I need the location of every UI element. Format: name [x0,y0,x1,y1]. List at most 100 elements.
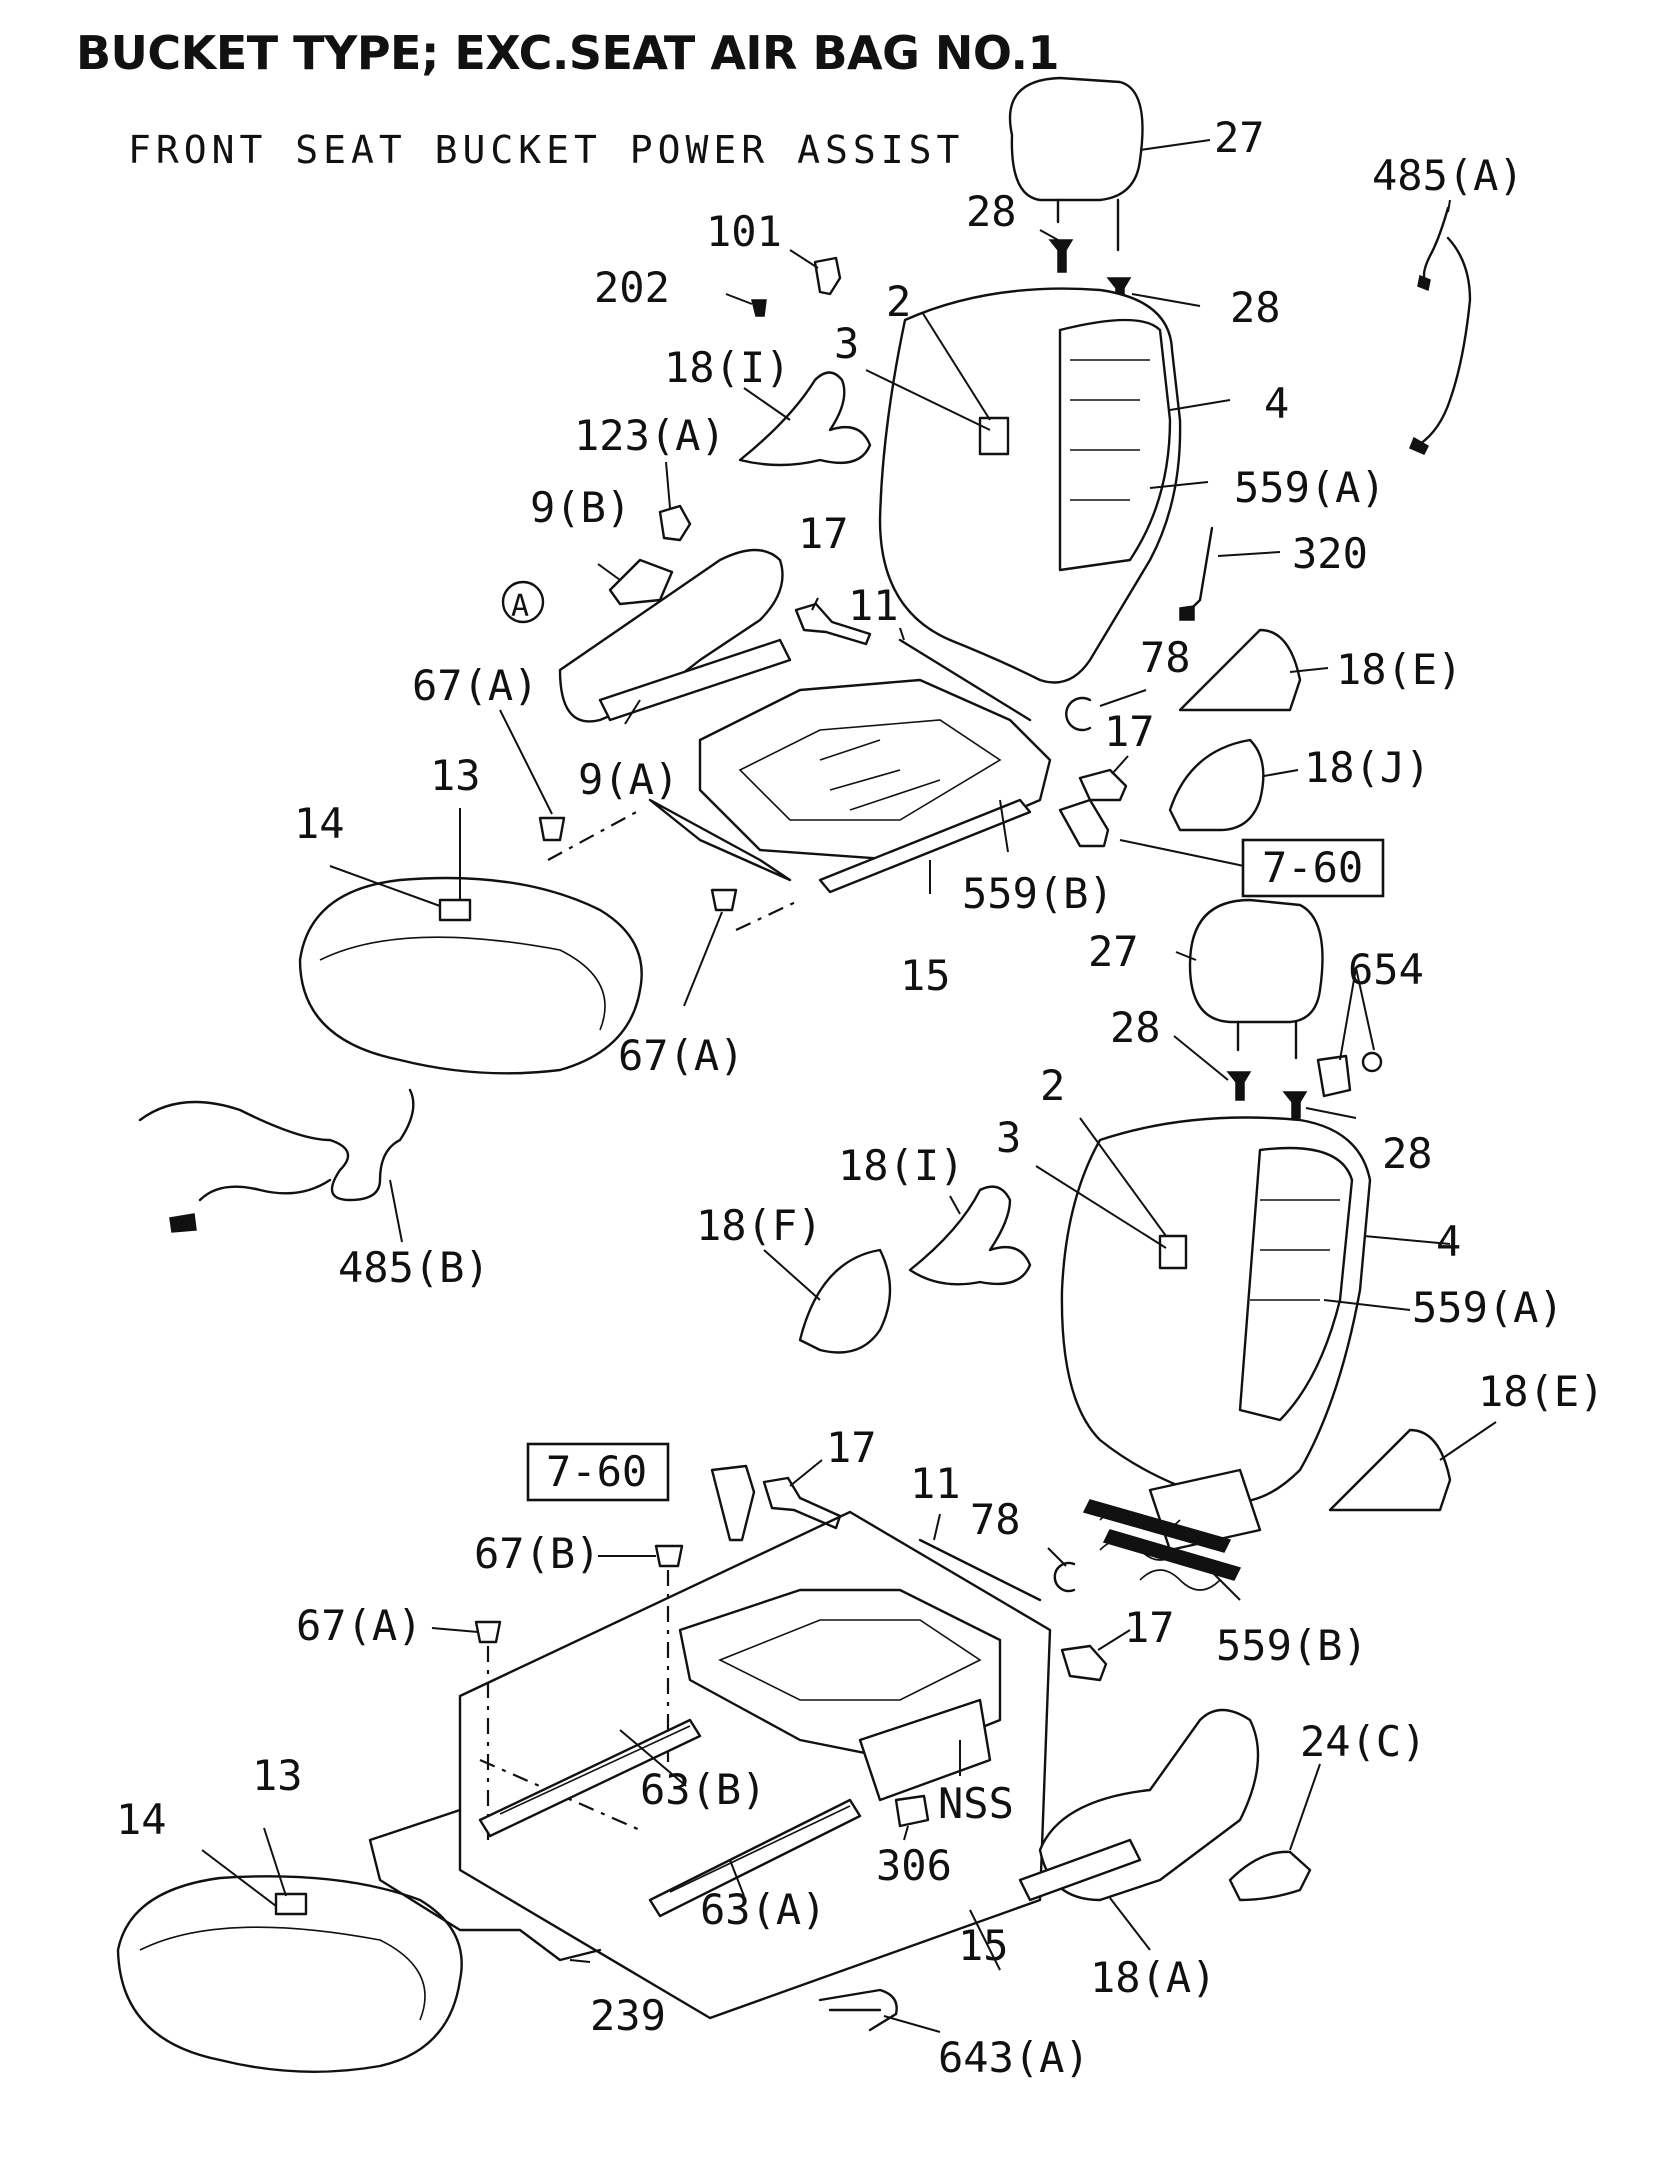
callout-18i-upper: 18(I) [664,343,790,392]
callout-17-lower-2: 17 [1124,1603,1175,1652]
callout-17-upper-2: 17 [1104,707,1155,756]
callout-559a-lower: 559(A) [1412,1283,1564,1332]
trim-18i-lower [908,1185,1032,1286]
callout-nss: NSS [938,1779,1014,1828]
callout-78-lower: 78 [970,1495,1021,1544]
wire-11-lower [918,1538,1042,1602]
bolt-67a-upper-2 [710,888,738,912]
callout-18j: 18(J) [1304,743,1430,792]
callout-18f: 18(F) [696,1201,822,1250]
bolt-17-lower-1 [762,1476,842,1530]
callout-3-upper: 3 [834,319,859,368]
callout-24c: 24(C) [1300,1717,1426,1766]
bolt-17-upper-2 [1078,768,1128,802]
callout-18e-upper: 18(E) [1336,645,1462,694]
callout-78-upper: 78 [1140,633,1191,682]
lever-9b [608,558,674,606]
callout-67a-lower: 67(A) [296,1601,422,1650]
guide-28-left [1048,239,1074,273]
clip-643a [818,1988,898,2032]
trim-18i-upper [738,371,872,467]
callout-320: 320 [1292,529,1368,578]
callout-15-upper: 15 [900,951,951,1000]
callout-559b-upper: 559(B) [962,869,1114,918]
circle-marker-label: A [511,589,529,624]
callout-14-upper: 14 [294,799,345,848]
diagram-title: BUCKET TYPE; EXC.SEAT AIR BAG NO.1 [76,26,1059,80]
callout-485b: 485(B) [338,1243,490,1292]
callout-18e-lower: 18(E) [1478,1367,1604,1416]
callout-306: 306 [876,1841,952,1890]
trim-18e-lower [1328,1428,1452,1512]
trim-18e-upper [1178,628,1302,712]
seat-base-frame-lower [458,1510,1052,2020]
callout-643a: 643(A) [938,2033,1090,2082]
wire-11-upper [898,638,1032,722]
ring-78-lower [1053,1561,1076,1593]
callout-559a-upper: 559(A) [1234,463,1386,512]
seat-back-upper [878,287,1182,684]
callout-27-upper: 27 [1214,113,1265,162]
diagram-subtitle: FRONT SEAT BUCKET POWER ASSIST [128,128,965,172]
cover-24c [1228,1850,1312,1902]
bolt-123a [658,504,692,542]
callout-239: 239 [590,1991,666,2040]
callout-11-upper: 11 [848,581,899,630]
ring-78-upper [1065,696,1092,732]
reference-box-lower [526,1442,670,1502]
side-trim-18a [1018,1708,1260,1902]
callout-123a: 123(A) [574,411,726,460]
callout-63b: 63(B) [640,1765,766,1814]
spring-set-559b-lower [1082,1468,1262,1591]
leader-lines [201,139,1497,2033]
callout-67b: 67(B) [474,1529,600,1578]
clip-202 [751,299,767,317]
trim-18f [798,1248,892,1354]
callout-28-lower-left: 28 [1110,1003,1161,1052]
callout-18a: 18(A) [1090,1953,1216,2002]
callout-9a: 9(A) [578,755,679,804]
seat-frame-upper [648,678,1052,894]
callout-11-lower: 11 [910,1459,961,1508]
reference-box-upper [1241,838,1385,898]
callout-28-upper-right: 28 [1230,283,1281,332]
reference-box-upper-label: 7-60 [1262,843,1363,892]
screw-101 [813,256,842,296]
callout-67a-upper-1: 67(A) [412,661,538,710]
buckle-upper [1058,798,1110,848]
callout-2-lower: 2 [1040,1061,1065,1110]
callout-18i-lower: 18(I) [838,1141,964,1190]
guide-28-lower-left [1226,1071,1252,1101]
bolt-17-lower-2 [1060,1644,1108,1682]
buckle-lower [710,1464,756,1542]
bolt-67b [654,1544,684,1568]
harness-485a [1418,206,1472,446]
reference-box-lower-label: 7-60 [546,1447,647,1496]
callout-202: 202 [594,263,670,312]
callout-2-upper: 2 [886,277,911,326]
callout-3-lower: 3 [996,1113,1021,1162]
callout-67a-upper-2: 67(A) [618,1031,744,1080]
callout-28-lower-right: 28 [1382,1129,1433,1178]
guide-28-lower-right [1282,1091,1308,1119]
bolt-17-upper-1 [794,602,872,646]
cushion-lower [116,1875,463,2073]
headrest-lower [1188,898,1324,1060]
cover-18j [1168,738,1265,832]
callout-9b: 9(B) [530,483,631,532]
callout-17-lower-1: 17 [826,1423,877,1472]
callout-4-upper: 4 [1264,379,1289,428]
callout-17-upper-1: 17 [798,509,849,558]
seat-back-lower [1060,1116,1372,1504]
bolt-67a-upper-1 [538,816,566,842]
callout-654: 654 [1348,945,1424,994]
callout-101: 101 [706,207,782,256]
callout-15-lower: 15 [958,1921,1009,1970]
callout-559b-lower: 559(B) [1216,1621,1368,1670]
harness-485b [138,1088,415,1202]
clip-654 [1316,1054,1352,1098]
side-cover-a [501,548,792,723]
headrest-top [1008,76,1144,252]
bolt-67a-lower [474,1620,502,1644]
